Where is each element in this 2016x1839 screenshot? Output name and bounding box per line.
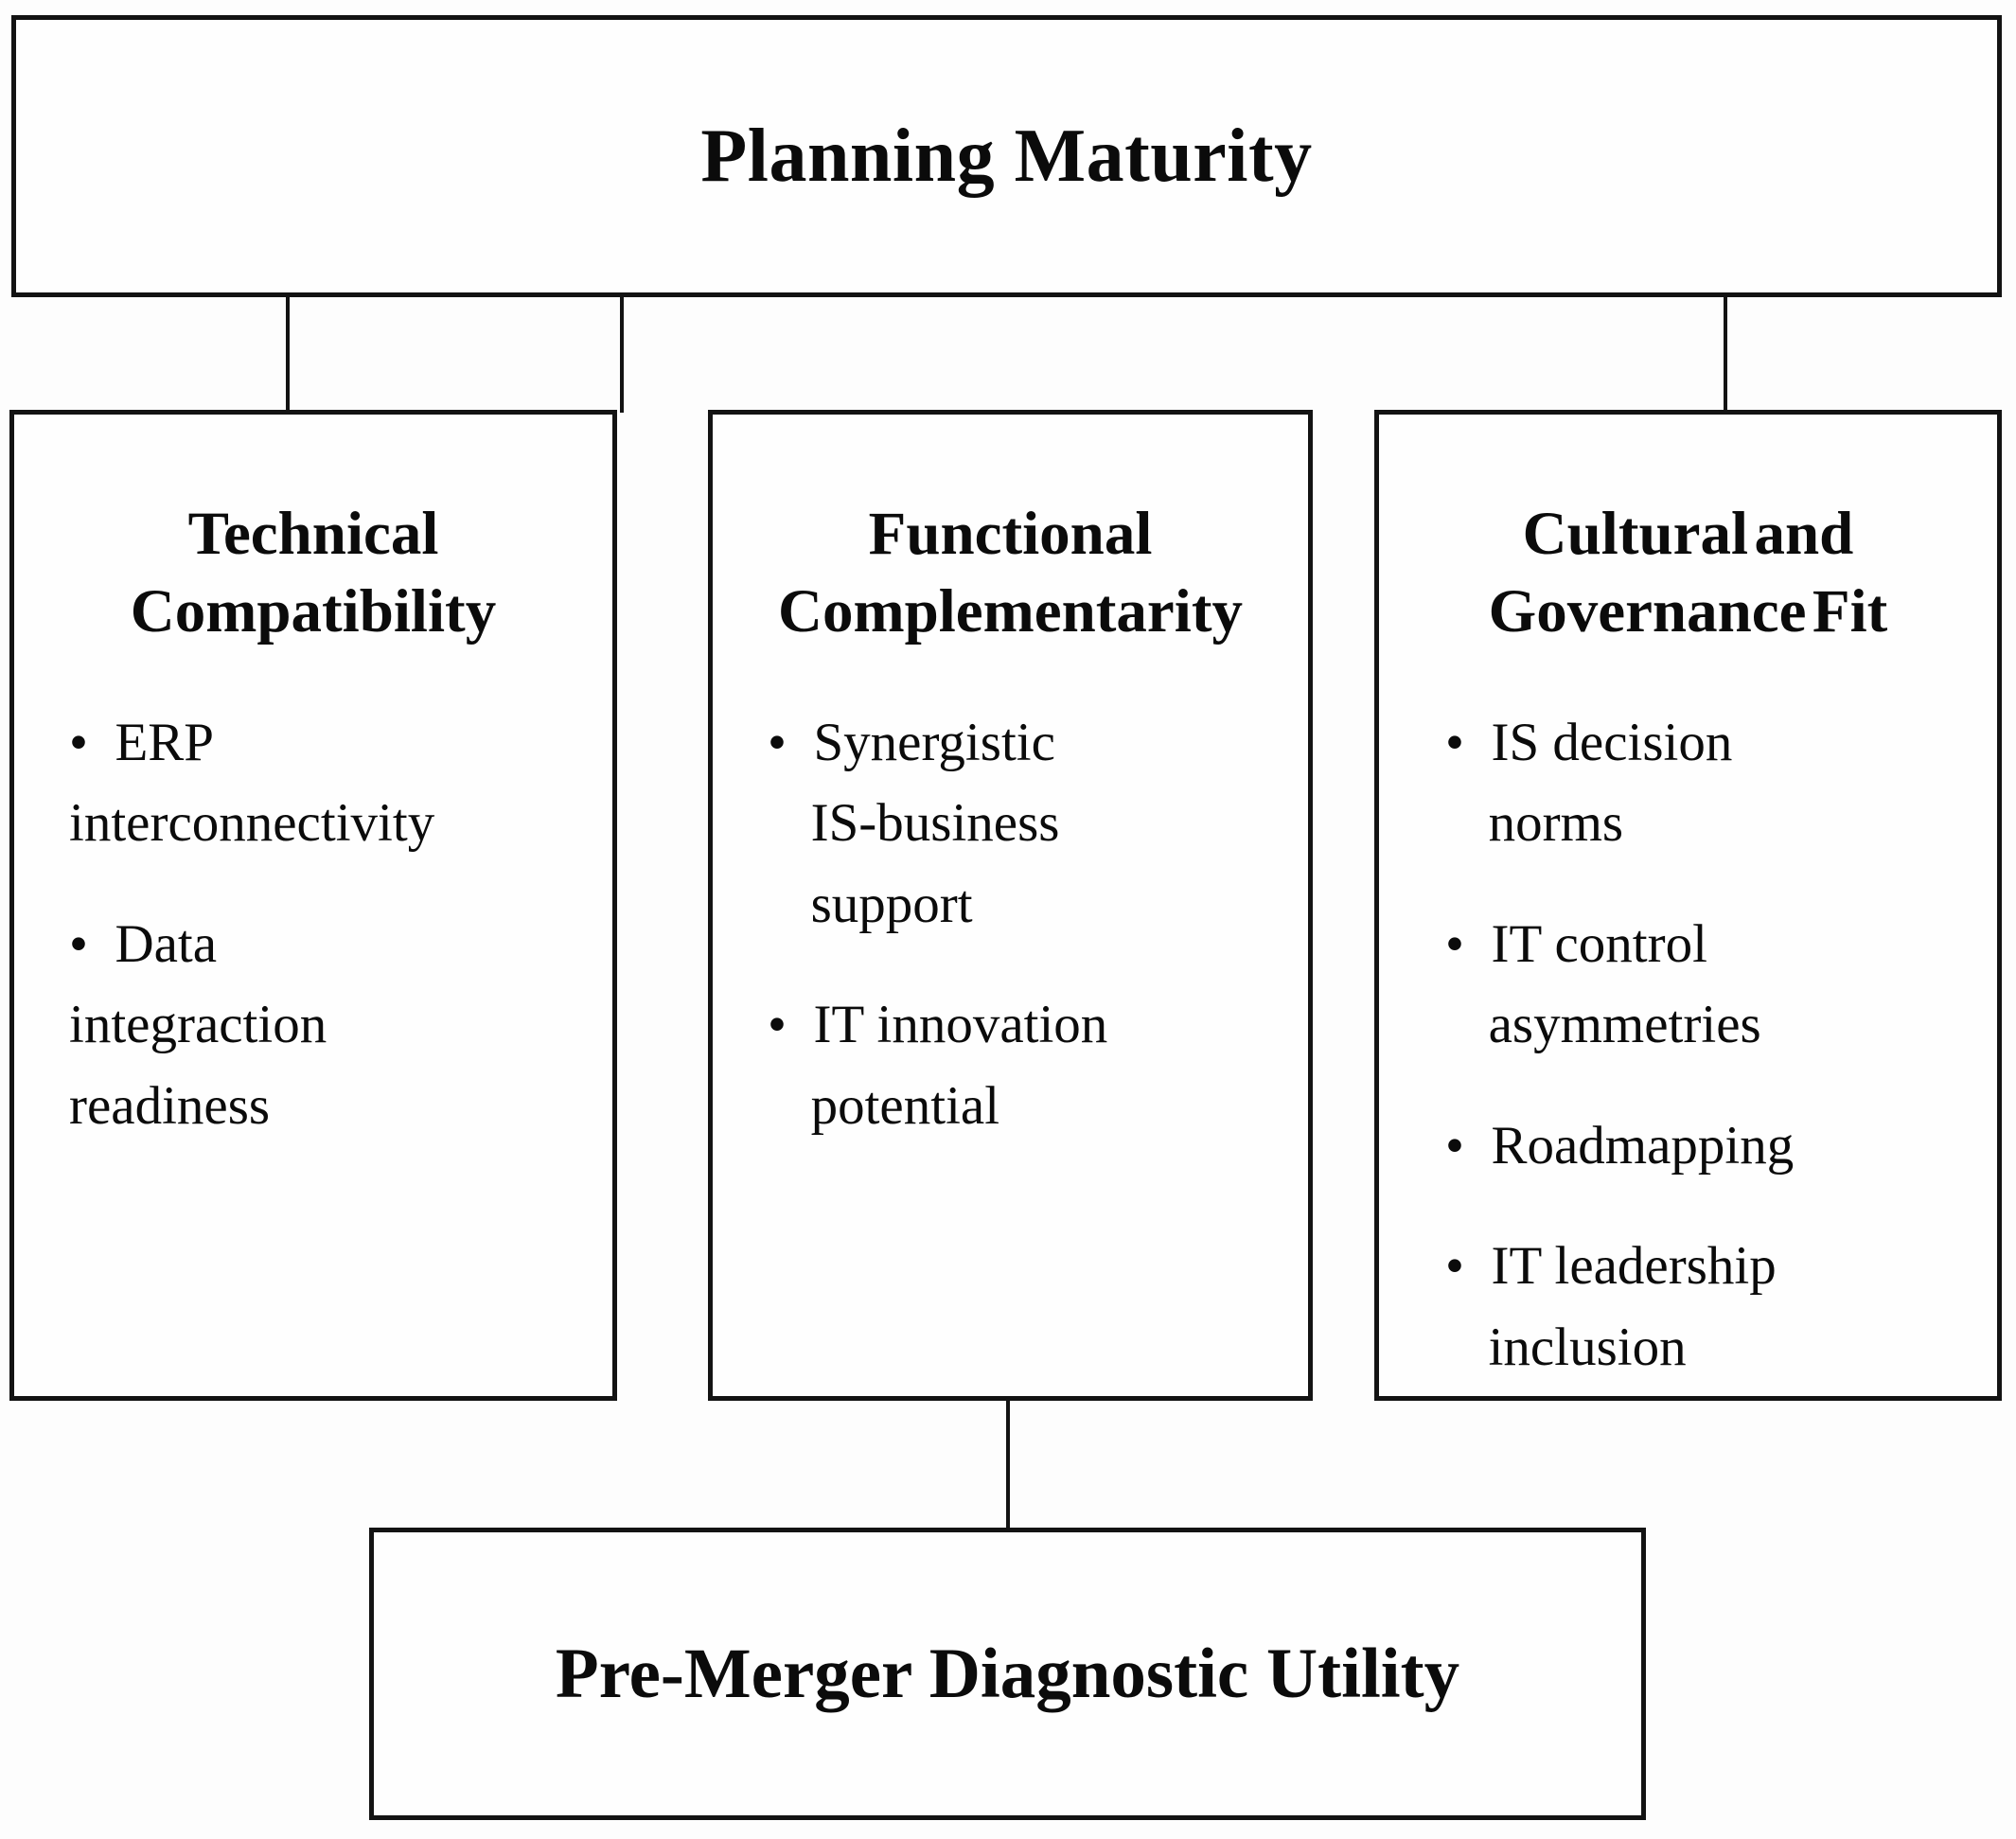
pre-merger-diagnostic-utility-label: Pre-Merger Diagnostic Utility — [555, 1634, 1460, 1713]
functional-complementarity-list: Synergistic IS-business support IT innov… — [768, 702, 1285, 1147]
pre-merger-diagnostic-utility-box: Pre-Merger Diagnostic Utility — [369, 1528, 1646, 1820]
cultural-governance-fit-box: Cultural and Governance Fit IS decision … — [1374, 410, 2002, 1401]
bullet-item: IS decision norms — [1445, 702, 1974, 864]
bullet-item: Data integraction readiness — [69, 904, 590, 1147]
connector-bottom — [1006, 1399, 1010, 1531]
technical-compatibility-box: Technical Compatibility ERP interconnect… — [9, 410, 617, 1401]
connector-top-middle — [620, 293, 624, 413]
bullet-item: ERP interconnectivity — [69, 702, 590, 864]
technical-compatibility-title: Technical Compatibility — [130, 500, 497, 645]
technical-compatibility-list: ERP interconnectivity Data integraction … — [69, 702, 590, 1147]
planning-maturity-box: Planning Maturity — [11, 15, 2002, 297]
bullet-item: Synergistic IS-business support — [768, 702, 1285, 946]
connector-top-right — [1724, 293, 1727, 413]
connector-top-left — [286, 293, 290, 413]
cultural-governance-fit-list: IS decision norms IT control asymmetries… — [1445, 702, 1974, 1388]
functional-complementarity-title: Functional Complementarity — [778, 500, 1243, 645]
planning-maturity-label: Planning Maturity — [700, 114, 1313, 198]
bullet-item: Roadmapping — [1445, 1105, 1974, 1187]
cultural-governance-fit-title: Cultural and Governance Fit — [1488, 500, 1888, 645]
functional-complementarity-box: Functional Complementarity Synergistic I… — [708, 410, 1313, 1401]
bullet-item: IT leadership inclusion — [1445, 1226, 1974, 1388]
bullet-item: IT innovation potential — [768, 984, 1285, 1146]
bullet-item: IT control asymmetries — [1445, 904, 1974, 1066]
